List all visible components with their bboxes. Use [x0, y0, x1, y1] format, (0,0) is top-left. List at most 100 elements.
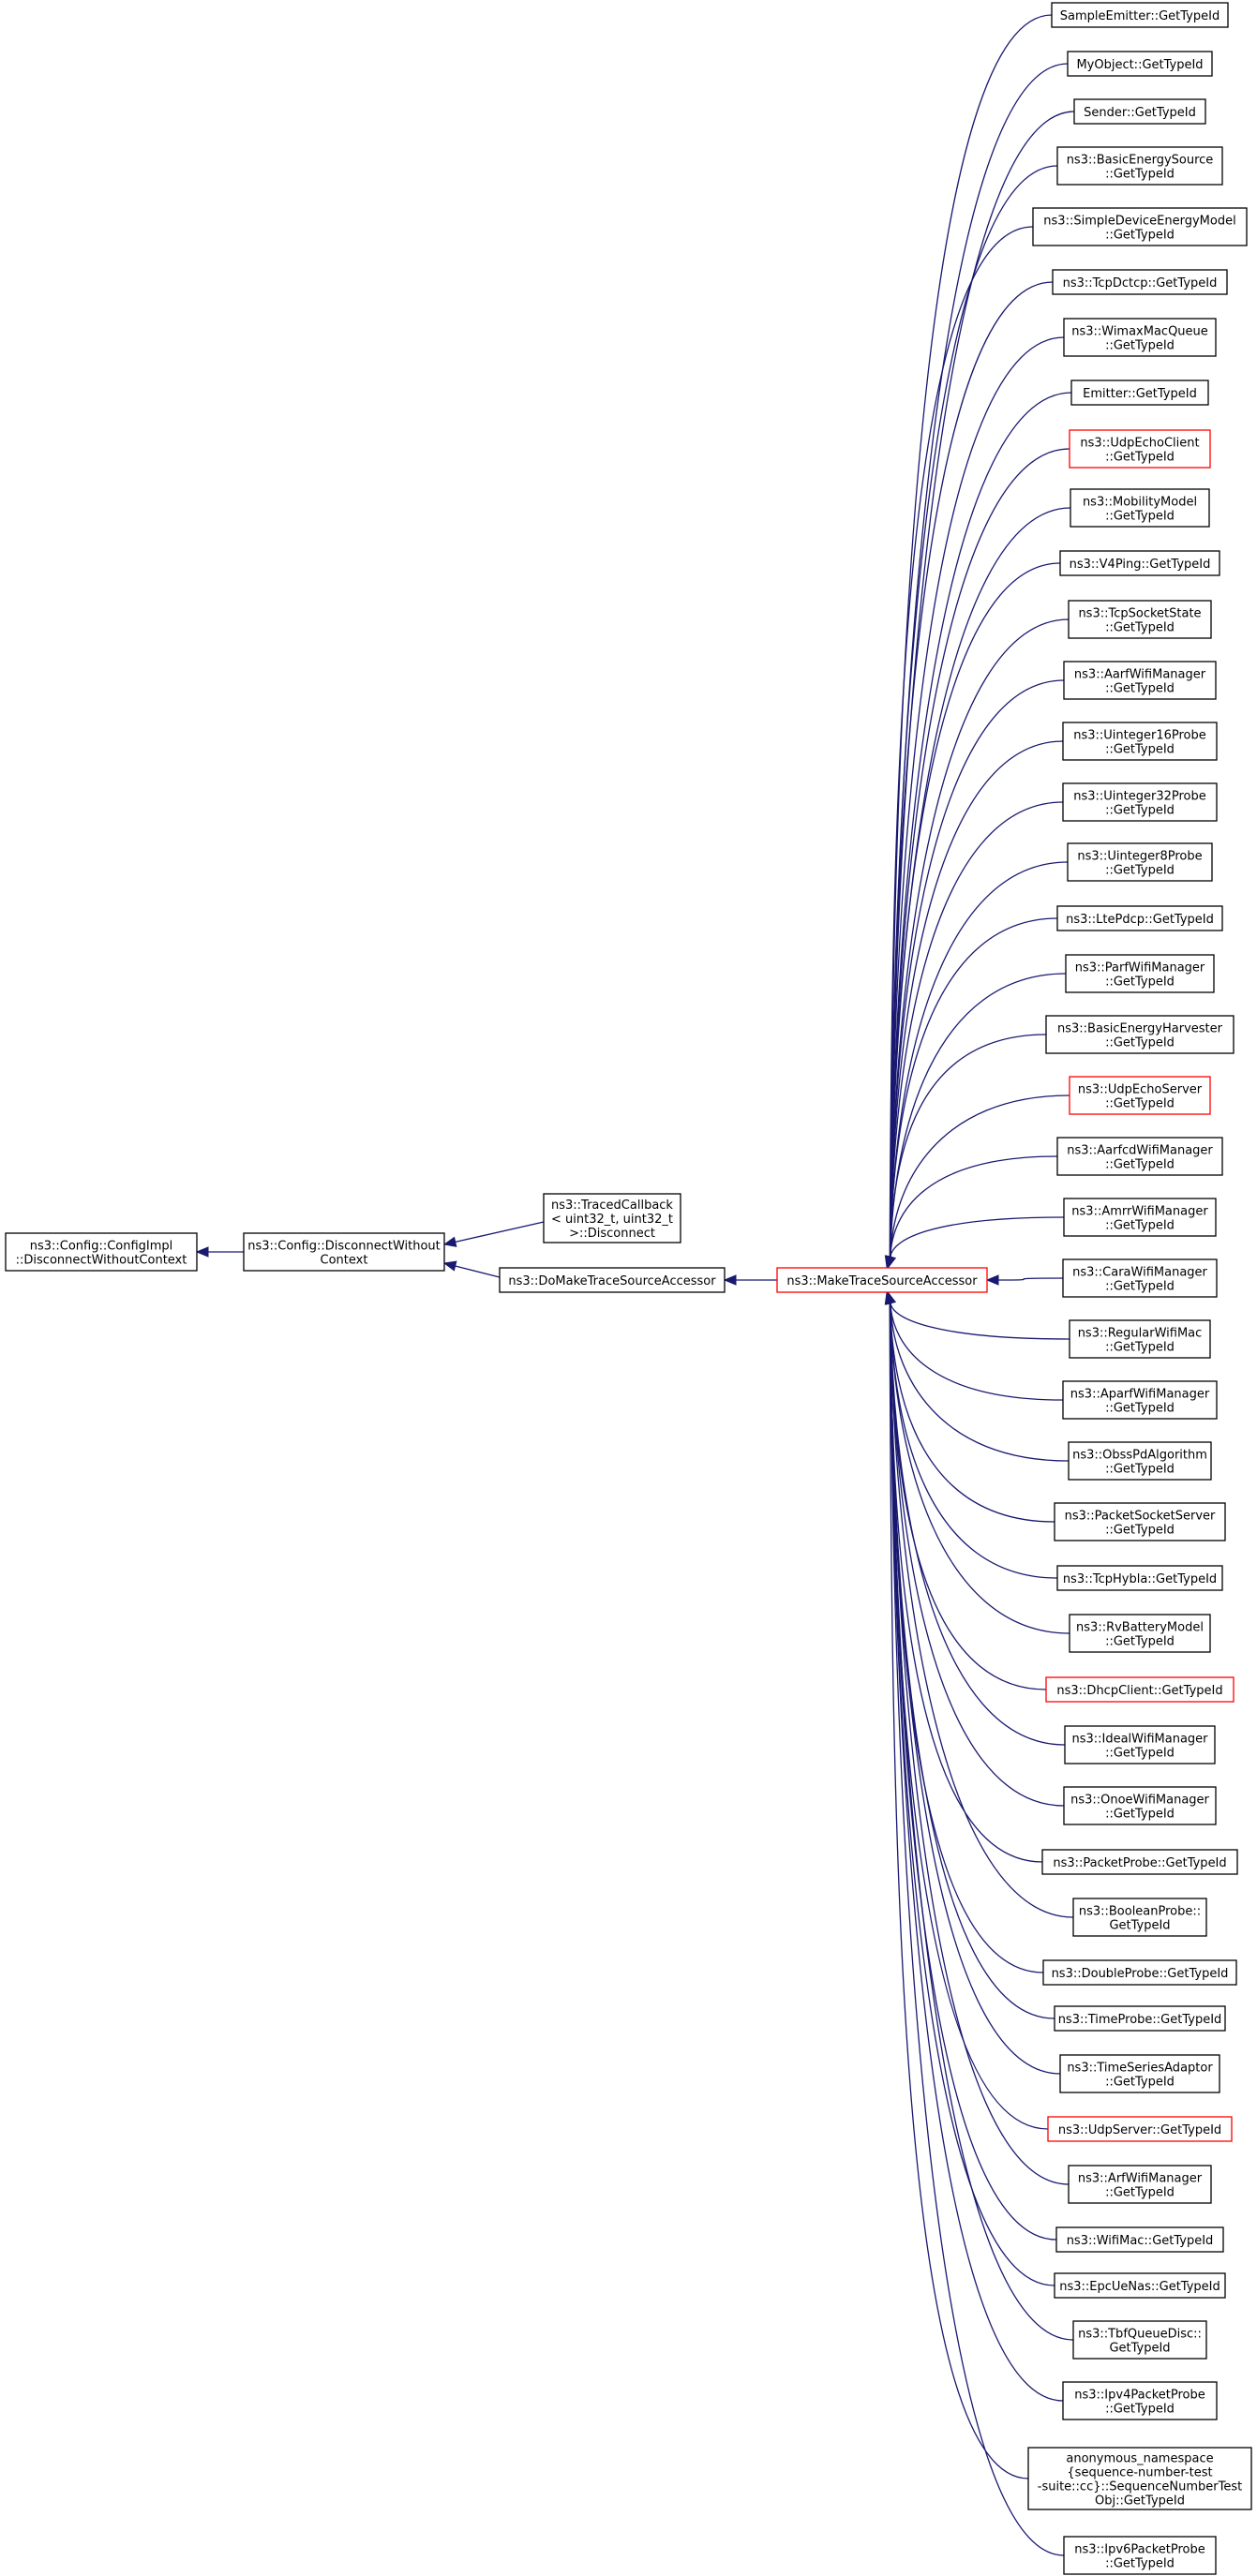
caller-node-42-label-line: ns3::Ipv4PacketProbe	[1074, 2389, 1205, 2403]
caller-node-39[interactable]: ns3::WifiMac::GetTypeId	[1055, 2226, 1224, 2253]
caller-node-20-box	[1056, 1137, 1223, 1176]
caller-node-22-label-line: ::GetTypeId	[1105, 1280, 1175, 1294]
make-trace-source-accessor-node-box	[776, 1267, 988, 1293]
edge-caller-16-to-make	[890, 917, 1058, 1258]
caller-node-27[interactable]: ns3::TcpHybla::GetTypeId	[1056, 1565, 1223, 1591]
caller-node-44[interactable]: ns3::Ipv6PacketProbe::GetTypeId	[1063, 2536, 1217, 2575]
edge-tracedcallback-to-disconnect-arrowhead	[442, 1236, 457, 1247]
caller-node-21[interactable]: ns3::AmrrWifiManager::GetTypeId	[1063, 1198, 1217, 1237]
caller-node-6[interactable]: ns3::WimaxMacQueue::GetTypeId	[1063, 318, 1217, 357]
caller-node-8[interactable]: ns3::UdpEchoClient::GetTypeId	[1069, 429, 1211, 469]
caller-node-27-box	[1056, 1565, 1223, 1591]
edge-caller-26-to-make	[890, 1303, 1055, 1523]
caller-node-33[interactable]: ns3::BooleanProbe::GetTypeId	[1072, 1898, 1207, 1937]
caller-node-15-label-line: ::GetTypeId	[1105, 864, 1175, 878]
edge-caller-44-to-make-arrowhead	[885, 1290, 896, 1305]
caller-node-41-label-line: ns3::TbfQueueDisc::	[1078, 2328, 1202, 2342]
caller-node-25[interactable]: ns3::ObssPdAlgorithm::GetTypeId	[1068, 1441, 1212, 1481]
caller-node-32[interactable]: ns3::PacketProbe::GetTypeId	[1041, 1849, 1238, 1875]
caller-node-17-label-line: ns3::ParfWifiManager	[1075, 961, 1205, 975]
edge-caller-31-to-make	[890, 1303, 1065, 1807]
edge-caller-24-to-make	[890, 1303, 1064, 1401]
caller-node-7-box	[1070, 380, 1209, 406]
caller-node-18[interactable]: ns3::BasicEnergyHarvester::GetTypeId	[1045, 1015, 1235, 1054]
do-make-trace-source-accessor-node[interactable]: ns3::DoMakeTraceSourceAccessor	[499, 1267, 726, 1293]
caller-node-16-label-line: ns3::LtePdcp::GetTypeId	[1066, 913, 1214, 927]
caller-node-24-label-line: ns3::AparfWifiManager	[1070, 1388, 1210, 1402]
caller-node-10[interactable]: ns3::V4Ping::GetTypeId	[1059, 550, 1220, 576]
caller-node-29[interactable]: ns3::DhcpClient::GetTypeId	[1045, 1676, 1235, 1703]
caller-node-15[interactable]: ns3::Uinteger8Probe::GetTypeId	[1067, 842, 1213, 882]
caller-node-11[interactable]: ns3::TcpSocketState::GetTypeId	[1068, 600, 1212, 639]
caller-node-12[interactable]: ns3::AarfWifiManager::GetTypeId	[1063, 661, 1217, 700]
edge-caller-21-to-make	[890, 1216, 1065, 1258]
caller-node-10-box	[1059, 550, 1220, 576]
caller-node-26[interactable]: ns3::PacketSocketServer::GetTypeId	[1054, 1502, 1226, 1541]
caller-node-28[interactable]: ns3::RvBatteryModel::GetTypeId	[1069, 1614, 1211, 1653]
caller-node-28-label-line: ns3::RvBatteryModel	[1076, 1621, 1204, 1635]
edge-caller-13-to-make	[890, 740, 1064, 1258]
caller-node-35[interactable]: ns3::TimeProbe::GetTypeId	[1054, 2005, 1226, 2032]
caller-node-14-box	[1062, 782, 1218, 822]
edge-caller-11-to-make	[890, 618, 1070, 1258]
caller-node-3-label-line: ns3::BasicEnergySource	[1067, 154, 1214, 168]
caller-node-4[interactable]: ns3::SimpleDeviceEnergyModel::GetTypeId	[1032, 207, 1248, 246]
traced-callback-node[interactable]: ns3::TracedCallback< uint32_t, uint32_t>…	[543, 1193, 681, 1243]
caller-node-2[interactable]: Sender::GetTypeId	[1073, 98, 1206, 125]
caller-node-24[interactable]: ns3::AparfWifiManager::GetTypeId	[1062, 1380, 1218, 1420]
caller-node-19[interactable]: ns3::UdpEchoServer::GetTypeId	[1069, 1076, 1211, 1115]
edge-caller-34-to-make	[889, 1303, 1044, 1973]
caller-node-22-box	[1062, 1258, 1218, 1298]
disconnect-node[interactable]: ns3::Config::DisconnectWithoutContext	[243, 1232, 445, 1272]
caller-node-30-label-line: ns3::IdealWifiManager	[1071, 1733, 1208, 1747]
caller-node-43[interactable]: anonymous_namespace{sequence-number-test…	[1027, 2447, 1252, 2510]
edge-tracedcallback-to-disconnect	[455, 1221, 545, 1243]
caller-node-1[interactable]: MyObject::GetTypeId	[1067, 51, 1213, 77]
caller-node-1-label-line: MyObject::GetTypeId	[1076, 58, 1203, 72]
caller-node-12-label-line: ns3::AarfWifiManager	[1074, 668, 1206, 682]
caller-node-32-box	[1041, 1849, 1238, 1875]
caller-node-34[interactable]: ns3::DoubleProbe::GetTypeId	[1042, 1959, 1237, 1986]
caller-node-9[interactable]: ns3::MobilityModel::GetTypeId	[1070, 488, 1210, 528]
caller-node-7[interactable]: Emitter::GetTypeId	[1070, 380, 1209, 406]
caller-node-30[interactable]: ns3::IdealWifiManager::GetTypeId	[1064, 1725, 1216, 1764]
edge-caller-44-to-make	[890, 1303, 1065, 2556]
caller-node-28-label-line: ::GetTypeId	[1105, 1635, 1175, 1649]
caller-node-22[interactable]: ns3::CaraWifiManager::GetTypeId	[1062, 1258, 1218, 1298]
caller-node-20[interactable]: ns3::AarfcdWifiManager::GetTypeId	[1056, 1137, 1223, 1176]
caller-node-14[interactable]: ns3::Uinteger32Probe::GetTypeId	[1062, 782, 1218, 822]
caller-node-17[interactable]: ns3::ParfWifiManager::GetTypeId	[1065, 954, 1215, 993]
caller-node-33-label-line: GetTypeId	[1109, 1919, 1170, 1933]
make-trace-source-accessor-node[interactable]: ns3::MakeTraceSourceAccessor	[776, 1267, 988, 1293]
edge-caller-9-to-make	[890, 507, 1071, 1258]
caller-node-5[interactable]: ns3::TcpDctcp::GetTypeId	[1052, 269, 1228, 295]
edge-caller-3-to-make	[890, 165, 1058, 1258]
traced-callback-node-label-line: ns3::TracedCallback	[551, 1199, 673, 1213]
caller-node-40[interactable]: ns3::EpcUeNas::GetTypeId	[1054, 2272, 1226, 2299]
caller-node-16[interactable]: ns3::LtePdcp::GetTypeId	[1056, 905, 1223, 931]
caller-node-43-label-line: {sequence-number-test	[1067, 2466, 1212, 2480]
caller-node-38[interactable]: ns3::ArfWifiManager::GetTypeId	[1068, 2165, 1212, 2204]
caller-node-35-label-line: ns3::TimeProbe::GetTypeId	[1058, 2013, 1222, 2027]
caller-node-37-label-line: ns3::UdpServer::GetTypeId	[1058, 2123, 1221, 2137]
caller-node-23[interactable]: ns3::RegularWifiMac::GetTypeId	[1069, 1319, 1211, 1359]
caller-node-20-label-line: ns3::AarfcdWifiManager	[1067, 1144, 1213, 1158]
caller-node-2-label-line: Sender::GetTypeId	[1084, 106, 1196, 120]
caller-node-26-box	[1054, 1502, 1226, 1541]
caller-node-43-label-line: -suite::cc}::SequenceNumberTest	[1038, 2480, 1242, 2494]
caller-node-37[interactable]: ns3::UdpServer::GetTypeId	[1047, 2116, 1233, 2142]
caller-node-31[interactable]: ns3::OnoeWifiManager::GetTypeId	[1063, 1786, 1217, 1825]
edge-domake-to-disconnect-arrowhead	[442, 1260, 457, 1272]
caller-node-41[interactable]: ns3::TbfQueueDisc::GetTypeId	[1072, 2320, 1207, 2360]
edge-caller-19-to-make	[890, 1094, 1070, 1258]
caller-node-0[interactable]: SampleEmitter::GetTypeId	[1051, 2, 1229, 28]
caller-node-36[interactable]: ns3::TimeSeriesAdaptor::GetTypeId	[1059, 2054, 1220, 2093]
caller-node-3[interactable]: ns3::BasicEnergySource::GetTypeId	[1056, 146, 1223, 186]
caller-node-13[interactable]: ns3::Uinteger16Probe::GetTypeId	[1062, 722, 1218, 761]
root-node-label-line: ns3::Config::ConfigImpl	[30, 1240, 173, 1254]
edge-caller-38-to-make	[890, 1303, 1070, 2185]
caller-node-19-label-line: ns3::UdpEchoServer	[1078, 1083, 1203, 1097]
caller-node-42[interactable]: ns3::Ipv4PacketProbe::GetTypeId	[1062, 2381, 1218, 2420]
root-node[interactable]: ns3::Config::ConfigImpl::DisconnectWitho…	[5, 1232, 198, 1272]
caller-node-8-label-line: ::GetTypeId	[1105, 451, 1175, 465]
